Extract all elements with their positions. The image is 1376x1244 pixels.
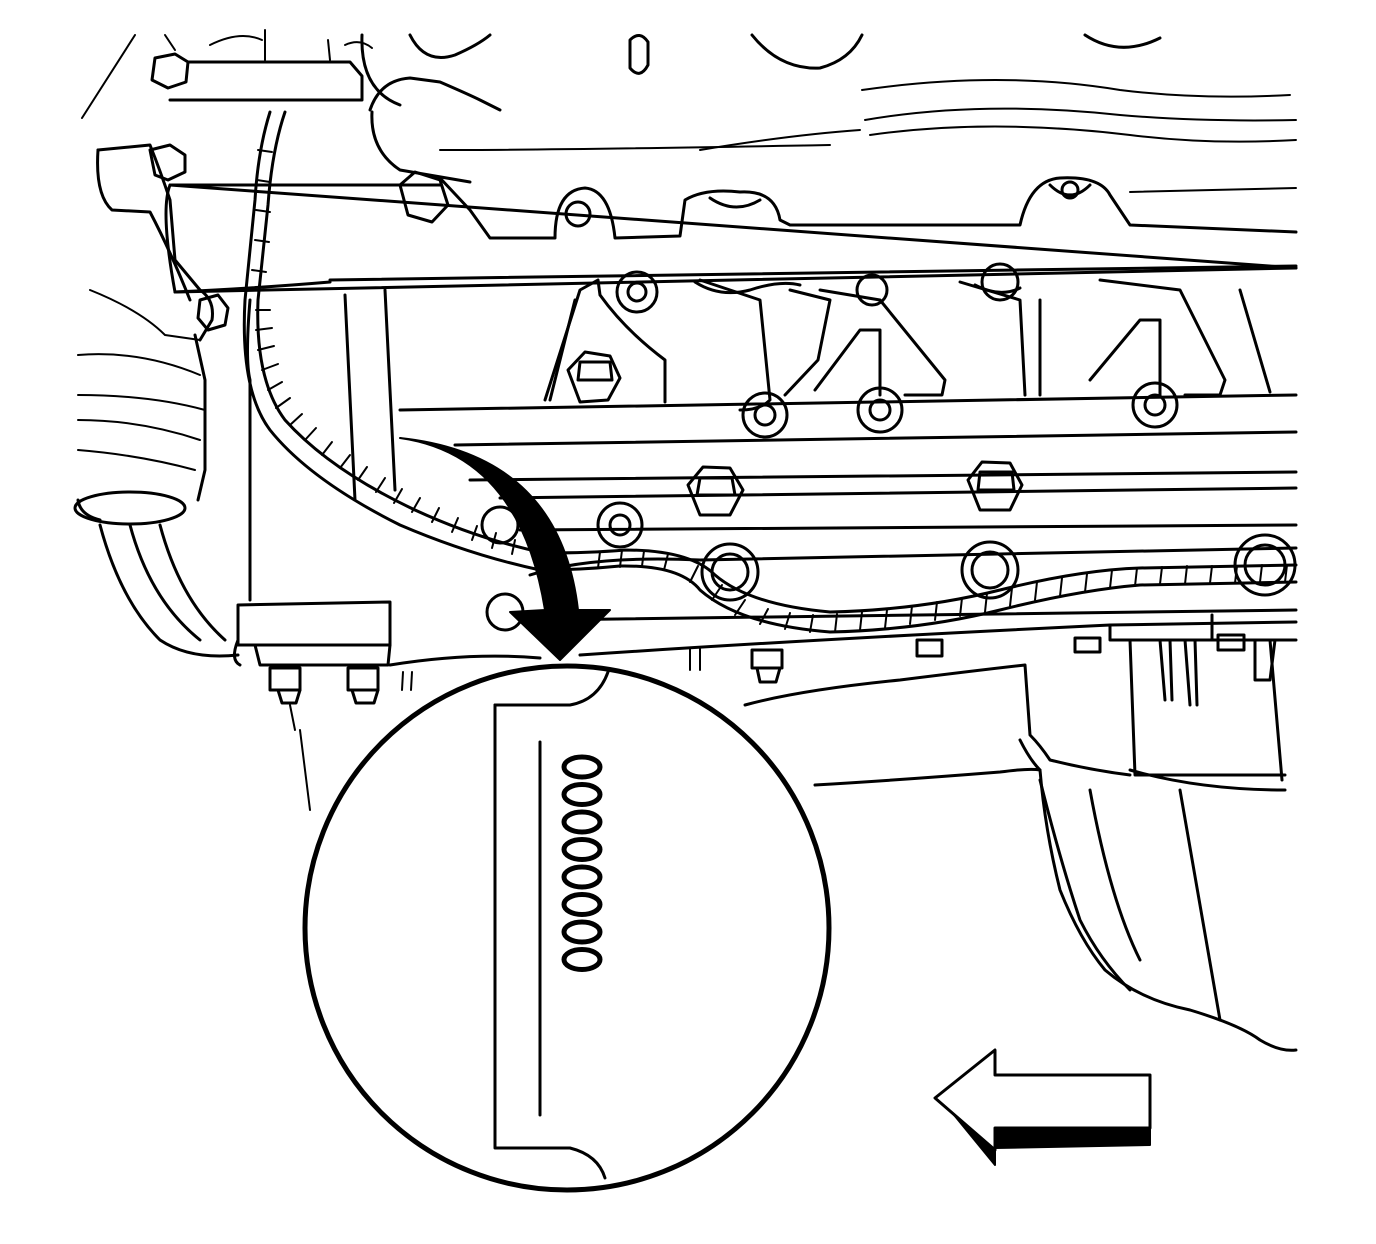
- callout-oval-mark: [561, 947, 603, 972]
- callout-oval-mark: [561, 837, 603, 862]
- left-coolant-pipe: [73, 353, 240, 658]
- left-mount-bracket: [89, 143, 252, 602]
- curved-pointer-arrow-icon: [399, 437, 611, 661]
- detail-magnifier: [302, 663, 832, 1193]
- wiring-harness: [242, 110, 1298, 634]
- callout-oval-mark: [561, 892, 603, 917]
- fuel-rail-tube: [164, 183, 1298, 294]
- pan-bolt: [346, 666, 380, 705]
- callout-mark-stack: [561, 754, 603, 972]
- pan-bolt: [1073, 636, 1102, 654]
- harness-segment-marks: [251, 149, 1288, 633]
- engine-block-ribs: [343, 262, 1298, 657]
- front-direction-arrow-icon: [933, 1048, 1152, 1166]
- callout-oval-mark: [561, 919, 603, 945]
- callout-oval-mark: [561, 809, 603, 835]
- hex-bolt: [966, 460, 1024, 512]
- hex-bolt: [686, 465, 745, 517]
- pan-bolt: [1216, 633, 1246, 652]
- pan-bolt: [750, 648, 784, 684]
- pan-bolt: [915, 638, 944, 658]
- engine-upper-structure: [81, 29, 1298, 240]
- hex-bolt: [566, 350, 622, 404]
- callout-oval-mark: [561, 754, 603, 780]
- callout-oval-mark: [561, 782, 603, 807]
- pan-bolt: [268, 666, 302, 705]
- callout-oval-mark: [561, 864, 603, 890]
- oil-pan: [233, 600, 1298, 1052]
